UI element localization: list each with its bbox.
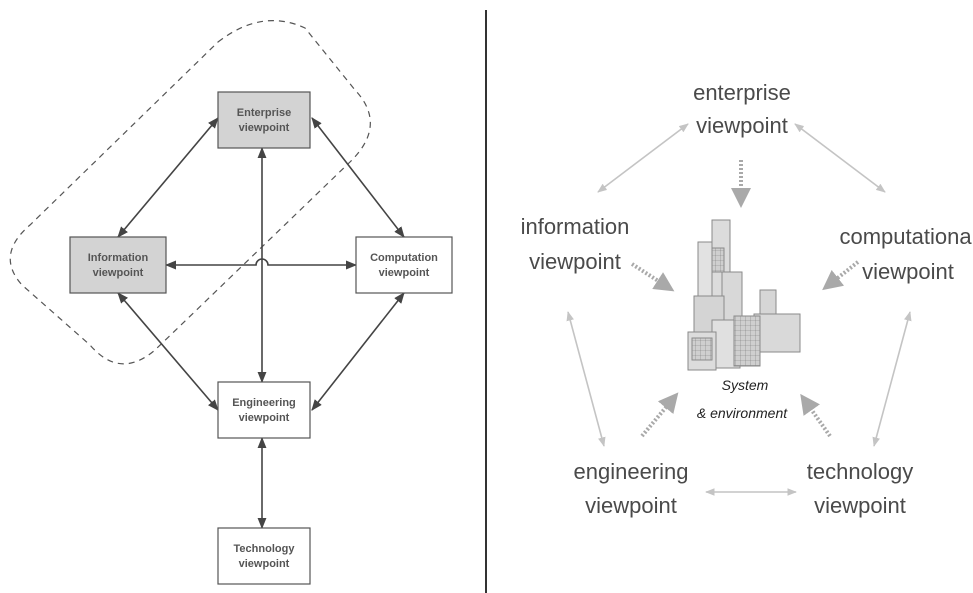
box-enterprise: Enterprise viewpoint [217, 91, 311, 149]
left-connectors [117, 117, 405, 530]
box-computation-line2: viewpoint [379, 267, 430, 279]
box-engineering: Engineering viewpoint [217, 381, 311, 439]
system-label-line2: & environment [697, 405, 788, 421]
dotted-arrow-technology [800, 393, 832, 438]
link-enterprise-computational [794, 123, 886, 193]
system-label-line1: System [722, 377, 769, 393]
vp-enterprise-line1: enterprise [693, 80, 791, 105]
box-information-line1: Information [88, 252, 149, 264]
vp-information-line2: viewpoint [529, 249, 621, 274]
right-connectors [566, 123, 912, 496]
left-diagram: Enterprise viewpoint Information viewpoi… [9, 20, 453, 585]
link-information-engineering [117, 292, 219, 411]
box-computation: Computation viewpoint [355, 236, 453, 294]
box-engineering-line2: viewpoint [239, 412, 290, 424]
dotted-arrow-engineering [640, 392, 679, 438]
vp-technology-line1: technology [807, 459, 913, 484]
box-enterprise-line1: Enterprise [237, 107, 291, 119]
link-enterprise-information [117, 117, 219, 238]
link-information-engineering [566, 311, 606, 447]
box-information: Information viewpoint [69, 236, 167, 294]
dotted-arrows [630, 160, 860, 438]
link-enterprise-information [597, 123, 689, 193]
right-diagram: System & environment enterprise viewpoin… [521, 80, 973, 518]
vp-computational-line1: computational [840, 224, 973, 249]
dotted-arrow-information [630, 262, 675, 292]
vp-engineering-line2: viewpoint [585, 493, 677, 518]
dotted-arrow-computational [822, 260, 860, 291]
box-information-line2: viewpoint [93, 267, 144, 279]
box-computation-line1: Computation [370, 252, 438, 264]
vp-technology-line2: viewpoint [814, 493, 906, 518]
box-technology: Technology viewpoint [217, 527, 311, 585]
box-technology-line1: Technology [234, 543, 296, 555]
vp-enterprise-line2: viewpoint [696, 113, 788, 138]
box-enterprise-line2: viewpoint [239, 122, 290, 134]
dashed-enclosure [9, 20, 371, 365]
link-computational-technology [872, 311, 912, 447]
vp-computational-line2: viewpoint [862, 259, 954, 284]
link-computation-engineering [311, 292, 405, 411]
link-information-computation [164, 258, 358, 270]
box-technology-line2: viewpoint [239, 558, 290, 570]
link-enterprise-computation [311, 117, 405, 238]
vp-engineering-line1: engineering [574, 459, 689, 484]
system-buildings-illustration [687, 219, 801, 371]
vp-information-line1: information [521, 214, 630, 239]
box-engineering-line1: Engineering [232, 397, 296, 409]
